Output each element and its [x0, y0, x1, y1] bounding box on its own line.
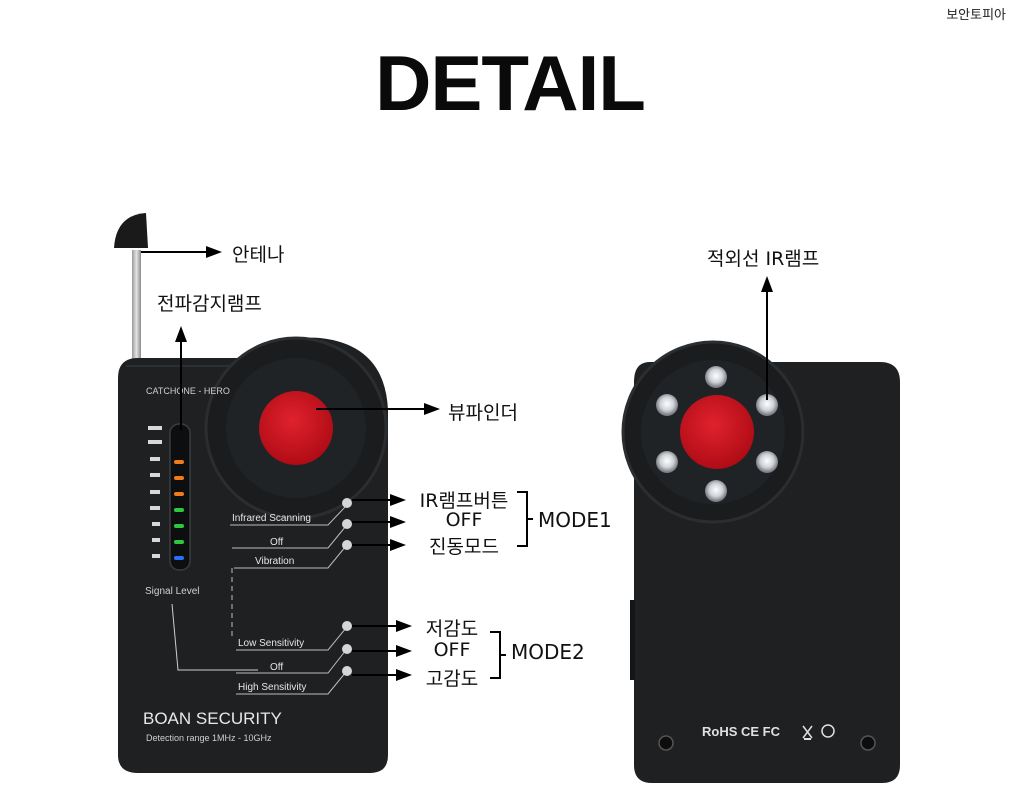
callout-arrows [141, 246, 773, 681]
switch2-label-0: Low Sensitivity [238, 638, 304, 649]
signal-scale-ticks [148, 426, 162, 558]
mode2-option-low: 저감도 [425, 618, 479, 640]
switch1-label-0: Infrared Scanning [232, 513, 311, 524]
switch-group-1: Infrared Scanning Off Vibration [232, 513, 311, 567]
antenna-cap [114, 213, 148, 248]
callout-viewfinder: 뷰파인더 [448, 402, 518, 424]
back-lens [680, 395, 754, 469]
front-device: CATCHONE - HERO Signal Level [114, 213, 388, 773]
back-device: RoHS CE FC [621, 340, 900, 783]
page-title: DETAIL [375, 39, 646, 127]
mode2-label: MODE2 [511, 640, 585, 664]
mode1-label: MODE1 [538, 508, 612, 532]
switch2-label-2: High Sensitivity [238, 682, 306, 693]
callout-antenna: 안테나 [232, 244, 285, 266]
antenna-rod [132, 250, 141, 362]
switch-group-2: Low Sensitivity Off High Sensitivity [238, 638, 306, 693]
cert-label: RoHS CE FC [702, 724, 781, 739]
signal-leds [174, 460, 184, 560]
mode1-option-ir-button: IR램프버튼 [419, 490, 509, 512]
led-strip [169, 423, 191, 571]
model-label: CATCHONE - HERO [146, 386, 230, 396]
mode2-option-high: 고감도 [425, 668, 479, 690]
switch1-label-2: Vibration [255, 556, 294, 567]
mode2-option-off: OFF [433, 639, 471, 661]
cert-icons [802, 724, 835, 740]
detection-range-label: Detection range 1MHz - 10GHz [146, 733, 272, 743]
mode1-option-off: OFF [445, 509, 483, 531]
callout-ir-lamp: 적외선 IR램프 [707, 248, 820, 270]
signal-level-label: Signal Level [145, 586, 199, 597]
switch2-label-1: Off [270, 662, 283, 673]
brand-label: 보안토피아 [946, 8, 1006, 23]
device-brand-label: BOAN SECURITY [143, 709, 282, 728]
switch1-label-1: Off [270, 537, 283, 548]
back-screws [658, 735, 876, 751]
ir-lamps [656, 366, 778, 502]
mode1-option-vibration: 진동모드 [429, 536, 499, 558]
viewfinder-lens [259, 391, 333, 465]
mode-brackets [490, 491, 533, 679]
callout-signal-lamp: 전파감지램프 [157, 293, 262, 315]
